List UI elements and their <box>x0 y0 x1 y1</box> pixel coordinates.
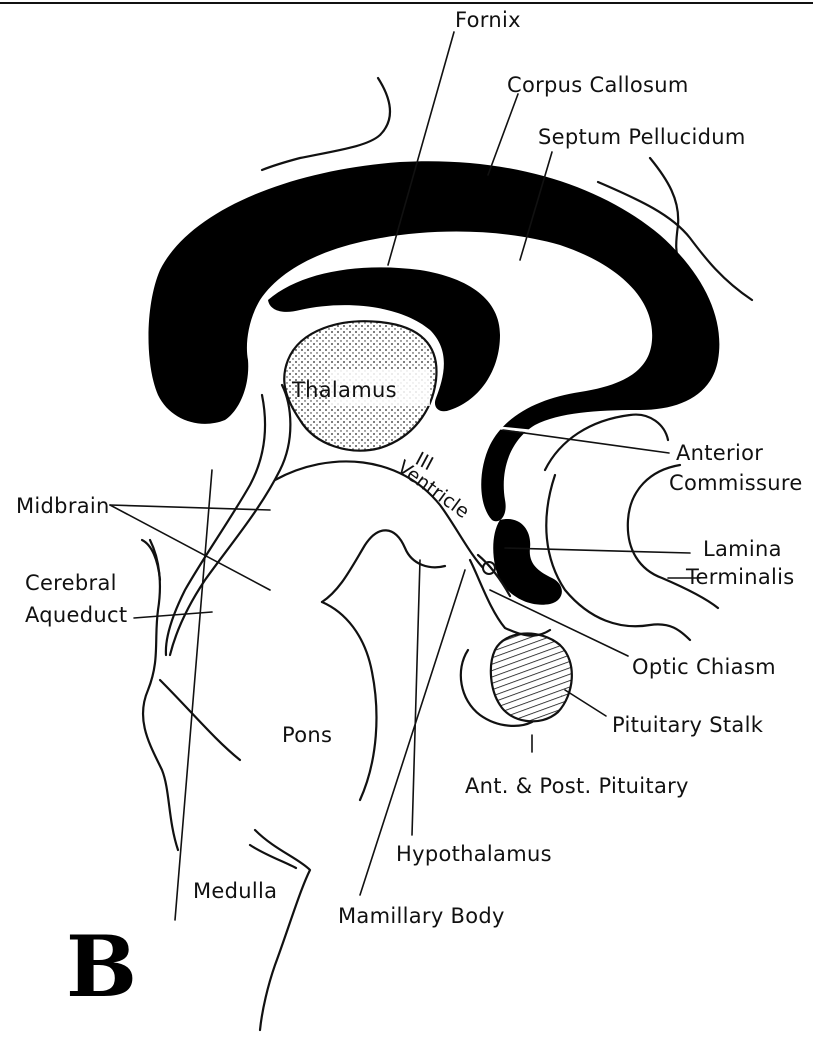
label-medulla: Medulla <box>193 879 277 903</box>
label-third-ventricle-word: Ventricle <box>393 456 473 523</box>
label-thalamus: Thalamus <box>291 378 397 402</box>
pituitary-gland <box>491 634 572 722</box>
label-midbrain: Midbrain <box>16 494 110 518</box>
label-pons: Pons <box>282 723 332 747</box>
label-mamillary-body: Mamillary Body <box>338 904 505 928</box>
label-lamina-terminalis-line1: Lamina <box>703 537 782 561</box>
panel-letter: B <box>66 917 137 1016</box>
label-fornix: Fornix <box>455 8 521 32</box>
label-septum-pellucidum: Septum Pellucidum <box>538 125 746 149</box>
label-pituitary-stalk: Pituitary Stalk <box>612 713 764 737</box>
label-anterior-commissure-line2: Commissure <box>669 471 803 495</box>
label-corpus-callosum: Corpus Callosum <box>507 73 689 97</box>
label-cerebral-aqueduct-line2: Aqueduct <box>25 603 127 627</box>
label-cerebral-aqueduct-line1: Cerebral <box>25 571 117 595</box>
label-optic-chiasm: Optic Chiasm <box>632 655 776 679</box>
corpus-callosum-shape <box>148 161 719 521</box>
label-hypothalamus: Hypothalamus <box>396 842 552 866</box>
label-ant-post-pituitary: Ant. & Post. Pituitary <box>465 774 689 798</box>
label-anterior-commissure-line1: Anterior <box>676 441 763 465</box>
label-lamina-terminalis-line2: Terminalis <box>685 565 795 589</box>
